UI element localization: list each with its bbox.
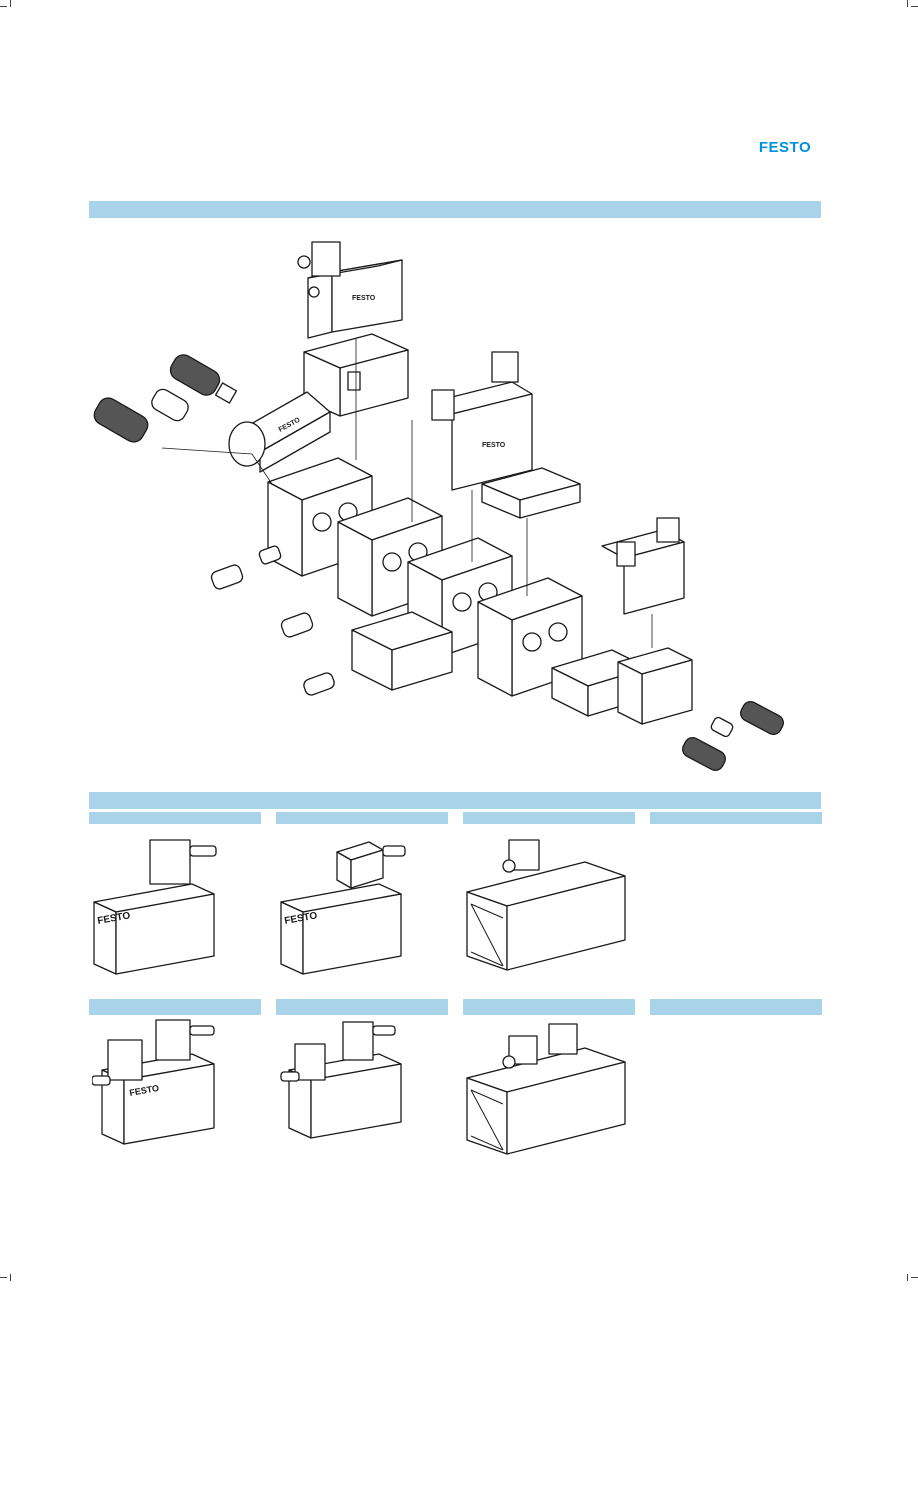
silencer-left-3-illustration [93, 397, 149, 443]
valve-thumb-r1c3 [466, 839, 626, 971]
valve-thumb-r1c1: FESTO [93, 839, 217, 975]
section-bar-middle [89, 792, 821, 809]
cover-plate-illustration [481, 467, 581, 519]
mini-manifold-illustration [617, 647, 693, 725]
sub-bar-r2c1 [89, 999, 261, 1015]
section-bar-top [89, 201, 821, 218]
sub-bar-r2c2 [276, 999, 448, 1015]
festo-logo-text: FESTO [759, 139, 811, 154]
silencer-left-2-illustration [151, 388, 189, 422]
valve-thumb-r2c3 [466, 1023, 626, 1155]
sub-bar-r2c4 [650, 999, 822, 1015]
assembly-guide-lines [161, 338, 653, 648]
solenoid-valve-right-illustration: FESTO [431, 351, 533, 491]
valve-thumb-r2c2 [280, 1021, 402, 1139]
sub-bar-r1c1 [89, 812, 261, 824]
festo-logo: FESTO [759, 139, 811, 154]
solenoid-right-label: FESTO [482, 442, 506, 449]
silencer-right-illustration [682, 701, 784, 771]
sub-bar-r2c3 [463, 999, 635, 1015]
sub-bar-r1c3 [463, 812, 635, 824]
valve-thumb-r2c1: FESTO [92, 1019, 215, 1145]
valve-thumb-r1c2: FESTO [280, 841, 406, 975]
sub-bar-r1c4 [650, 812, 822, 824]
end-plate-left-illustration [351, 611, 453, 691]
silencer-left-1-illustration [169, 354, 238, 404]
solenoid-top-label: FESTO [352, 295, 376, 302]
solenoid-valve-top-illustration: FESTO [297, 241, 403, 339]
pilot-actuator-illustration: FESTO [228, 391, 331, 473]
solenoid-valve-small-illustration [601, 517, 685, 615]
fitting-illustration [210, 545, 335, 696]
sub-bar-r1c2 [276, 812, 448, 824]
manifold-assembly-illustration: FESTO FESTO FESTO [93, 241, 784, 771]
